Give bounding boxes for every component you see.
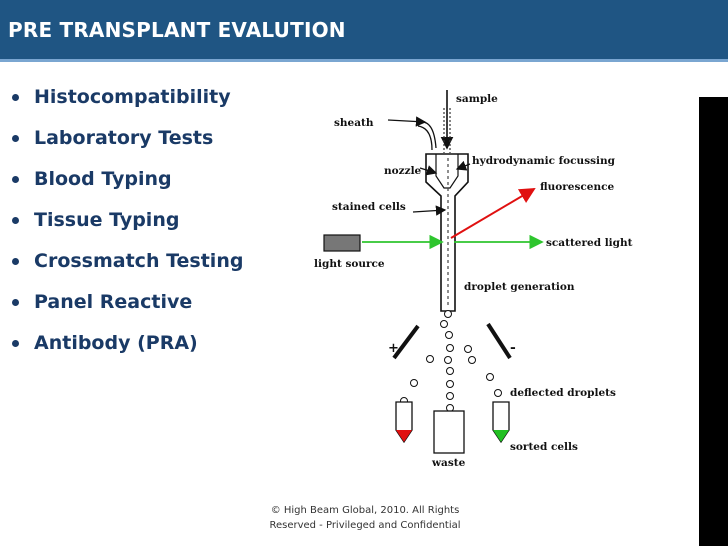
nozzle-inner: [435, 154, 459, 189]
side-bar: [699, 97, 728, 546]
label-nozzle: nozzle: [384, 165, 422, 177]
label-stained-cells: stained cells: [332, 201, 406, 213]
droplets: [400, 310, 502, 412]
bullet-dot-icon: [12, 94, 19, 101]
plus-sign: +: [388, 341, 399, 356]
bullet-text: Crossmatch Testing: [34, 250, 244, 272]
light-source-box: [323, 234, 361, 252]
stained-cells-arrow: [412, 205, 447, 216]
label-sheath: sheath: [334, 117, 374, 129]
fluorescence-arrow: [450, 187, 536, 239]
bullet-dot-icon: [12, 258, 19, 265]
footer-line: © High Beam Global, 2010. All Rights: [270, 505, 460, 516]
label-waste: waste: [431, 457, 466, 469]
bullet-item: Crossmatch Testing: [10, 250, 280, 291]
label-scattered-light: scattered light: [546, 237, 633, 249]
bullet-text: Panel Reactive: [34, 291, 193, 313]
bullet-item: Blood Typing: [10, 168, 280, 209]
right-tube-tip: [493, 430, 509, 442]
waste-container: [433, 410, 465, 454]
bullet-text: Histocompatibility: [34, 86, 231, 108]
label-deflected-droplets: deflected droplets: [510, 387, 616, 399]
label-hydrodynamic-focussing: hydrodynamic focussing: [472, 155, 616, 167]
slide-title: PRE TRANSPLANT EVALUTION: [8, 18, 346, 42]
title-bar: PRE TRANSPLANT EVALUTION: [0, 0, 728, 62]
hydrodynamic-arrow: [455, 160, 471, 171]
bullet-text: Laboratory Tests: [34, 127, 214, 149]
bullet-dot-icon: [12, 135, 19, 142]
flow-cytometry-diagram: + - sample sheath nozzle hydrodynamic fo…: [314, 90, 633, 469]
label-droplet-generation: droplet generation: [464, 281, 575, 293]
bullet-dot-icon: [12, 176, 19, 183]
minus-sign: -: [510, 340, 516, 356]
bullet-item: Laboratory Tests: [10, 127, 280, 168]
sheath-line: [417, 125, 433, 151]
copyright-footer: © High Beam Global, 2010. All Rights Res…: [258, 503, 472, 533]
left-tube-tip: [396, 430, 412, 442]
nozzle-arrow: [419, 165, 438, 176]
bullet-dot-icon: [12, 217, 19, 224]
bullet-item: Panel Reactive: [10, 291, 280, 332]
bullet-text: Antibody (PRA): [34, 332, 198, 354]
bullet-item: Tissue Typing: [10, 209, 280, 250]
bullet-dot-icon: [12, 299, 19, 306]
bullet-item: Antibody (PRA): [10, 332, 280, 373]
sheath-arrow: [387, 116, 427, 127]
negative-plate: [486, 322, 512, 360]
bullet-item: Histocompatibility: [10, 86, 280, 127]
label-sorted-cells: sorted cells: [510, 441, 578, 453]
bullet-text: Tissue Typing: [34, 209, 180, 231]
footer-line: Reserved - Privileged and Confidential: [269, 520, 461, 531]
label-light-source: light source: [314, 258, 385, 270]
bullet-dot-icon: [12, 340, 19, 347]
label-sample: sample: [456, 93, 498, 105]
label-fluorescence: fluorescence: [540, 181, 614, 193]
bullet-text: Blood Typing: [34, 168, 172, 190]
bullet-list: Histocompatibility Laboratory Tests Bloo…: [10, 86, 280, 373]
nozzle: [425, 153, 469, 312]
positive-plate: [392, 324, 420, 360]
